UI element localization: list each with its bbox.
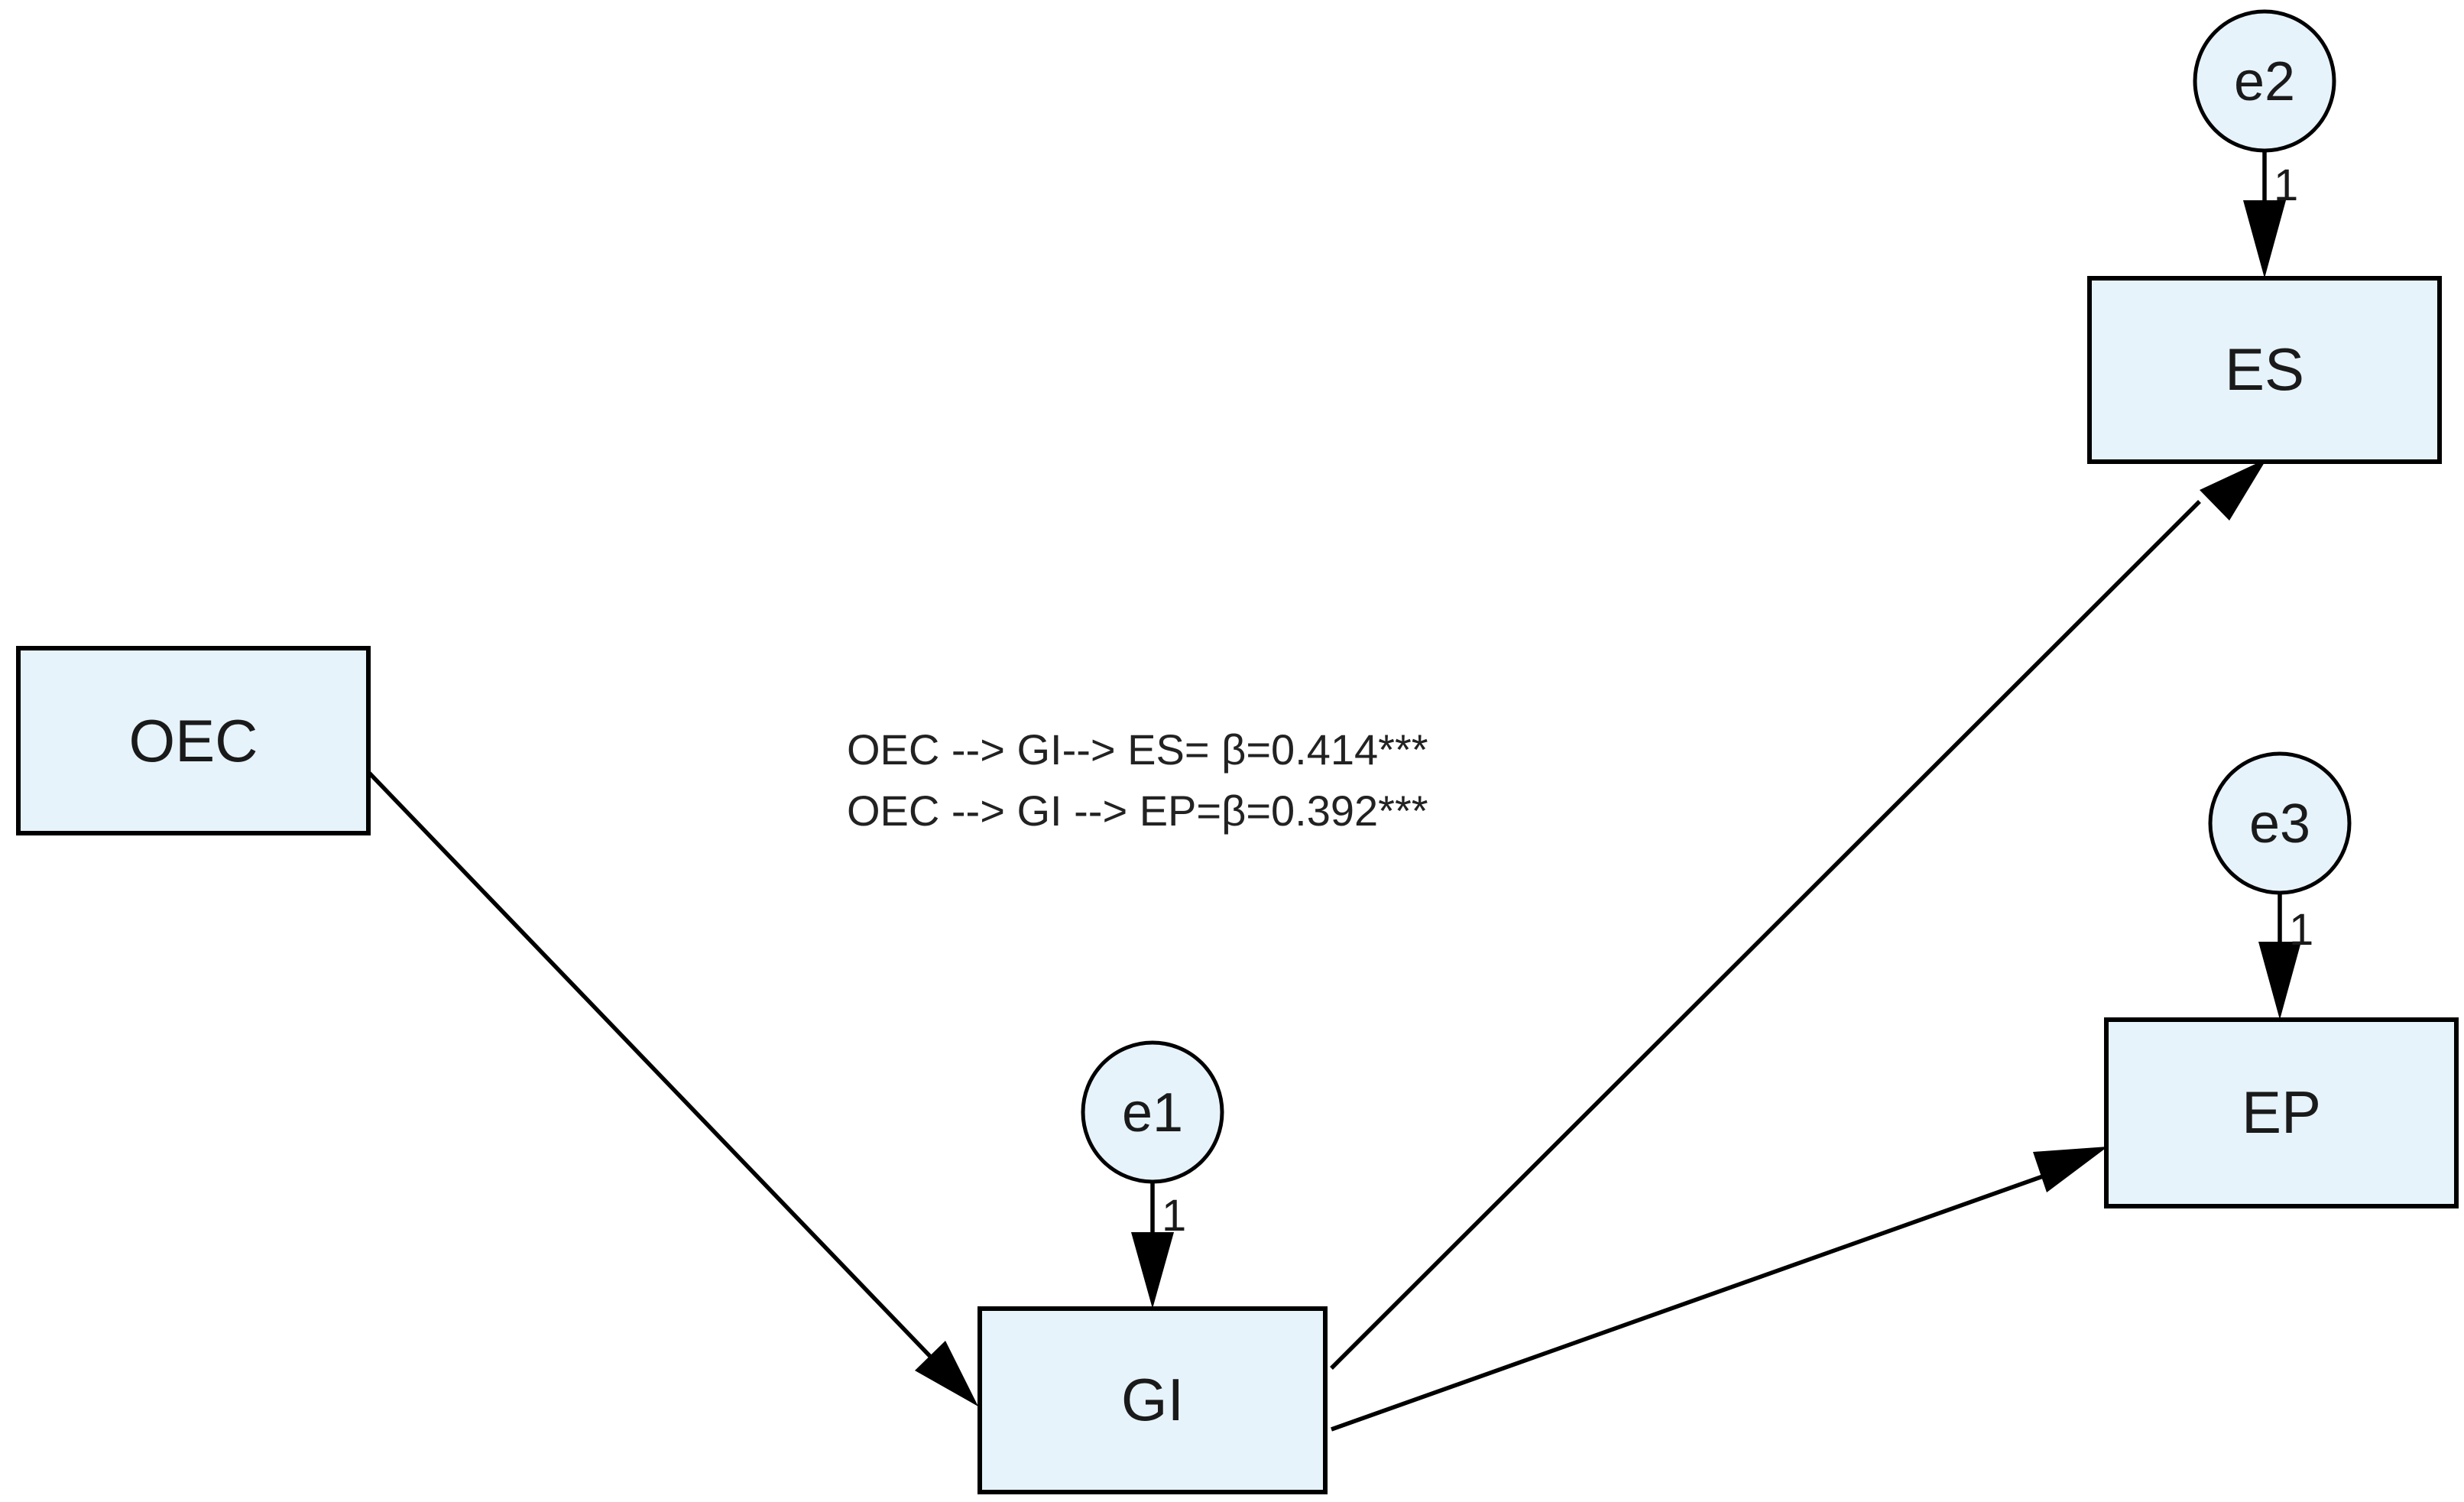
node-gi-box (977, 1306, 1328, 1494)
error-e3-circle (2208, 751, 2352, 895)
arrowhead-oec-gi (915, 1341, 978, 1406)
edge-oec-gi (367, 770, 943, 1370)
error-e1-label: e1 (1122, 1082, 1183, 1144)
error-e1-circle (1081, 1040, 1224, 1184)
error-e2-label: e2 (2234, 51, 2295, 112)
error-e2: e2 (2193, 9, 2336, 153)
error-e3-weight: 1 (2289, 905, 2313, 955)
indirect-effect-es: OEC --> GI--> ES= β=0.414*** (847, 725, 1428, 774)
arrowhead-e3-ep (2258, 942, 2301, 1020)
error-e2-circle (2193, 9, 2336, 153)
node-ep: EP (2104, 1017, 2459, 1208)
node-ep-label: EP (2242, 1079, 2321, 1146)
error-e3: e3 (2208, 751, 2352, 895)
node-oec-label: OEC (128, 707, 258, 774)
arrowhead-e2-es (2243, 200, 2286, 278)
node-oec: OEC (16, 646, 371, 835)
node-es: ES (2087, 276, 2442, 464)
node-oec-box (16, 646, 371, 835)
error-e2-weight: 1 (2274, 161, 2298, 210)
node-gi: GI (977, 1306, 1328, 1494)
arrowhead-gi-ep (2033, 1147, 2108, 1192)
node-ep-box (2104, 1017, 2459, 1208)
node-es-box (2087, 276, 2442, 464)
edge-gi-ep (1331, 1167, 2063, 1432)
node-es-label: ES (2225, 336, 2304, 403)
error-e3-label: e3 (2249, 793, 2310, 855)
indirect-effect-ep: OEC --> GI --> EP=β=0.392*** (847, 787, 1428, 835)
arrowhead-gi-es (2200, 459, 2267, 521)
error-e1: e1 (1081, 1040, 1224, 1184)
edge-gi-es (1330, 500, 2201, 1370)
node-gi-label: GI (1121, 1366, 1184, 1433)
arrowhead-e1-gi (1131, 1232, 1174, 1309)
edges (367, 150, 2301, 1432)
error-e1-weight: 1 (1162, 1191, 1186, 1241)
indirect-effects-note: OEC --> GI--> ES= β=0.414*** OEC --> GI … (847, 725, 1428, 835)
